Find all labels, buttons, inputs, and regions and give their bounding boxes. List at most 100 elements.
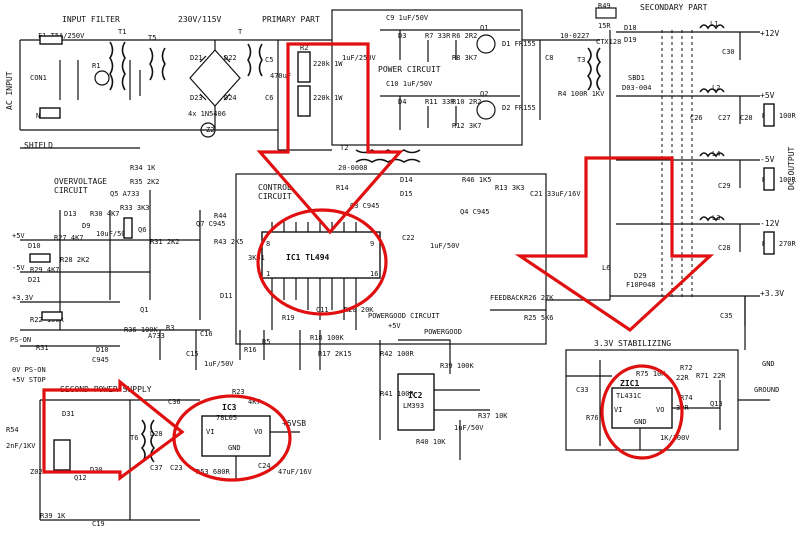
label-ac-input: AC INPUT <box>5 71 14 110</box>
label-c27: C27 <box>718 114 731 122</box>
label-c19: C19 <box>92 520 105 528</box>
output-m12: -12V <box>760 219 779 228</box>
label-q1b: Q1 <box>140 306 148 314</box>
highlight-arrow-left <box>42 378 185 482</box>
label-shield: SHIELD <box>24 141 53 150</box>
label-d10: D10 <box>28 242 41 250</box>
label-r31b: R31 <box>36 344 49 352</box>
ic3-label: IC3 <box>222 403 237 412</box>
label-r18: R18 100K <box>310 334 345 342</box>
label-voltage-select: 230V/115V <box>178 15 222 24</box>
label-input-filter: INPUT FILTER <box>62 15 120 24</box>
label-d1: D1 FR155 <box>502 40 536 48</box>
label-vsb: +5V STOP <box>12 376 46 384</box>
standby-section: SECOND POWER SUPPLY +5VSB IC3 78L05 VI V… <box>6 385 313 528</box>
label-r43: R43 2K5 <box>214 238 244 246</box>
label-z02: Z02 <box>30 468 43 476</box>
label-r14: R14 <box>336 184 349 192</box>
label-r35: R35 2K2 <box>130 178 160 186</box>
label-powergood-circuit: POWERGOOD CIRCUIT <box>368 312 440 320</box>
label-t6: T6 <box>130 434 138 442</box>
label-r12: R12 3K7 <box>452 122 482 130</box>
label-r23: R23 <box>232 388 245 396</box>
label-r25: R25 5K6 <box>524 314 554 322</box>
label-d9: D9 <box>82 222 90 230</box>
label-c28b: C28 <box>718 244 731 252</box>
label-c16: C16 <box>200 330 213 338</box>
label-c18v: 10uF/50V <box>96 230 131 238</box>
label-r52: R52 100R <box>762 176 797 184</box>
label-d14: D14 <box>400 176 413 184</box>
label-r54: R54 <box>6 426 19 434</box>
label-r7: R7 33R <box>425 32 451 40</box>
label-d18: D18 <box>624 24 637 32</box>
label-t3: T3 <box>577 56 585 64</box>
ic3-part: 78L05 <box>216 414 237 422</box>
label-dc-output: DC OUTPUT <box>787 146 796 190</box>
label-l2: L2 <box>712 84 720 92</box>
label-overvoltage: OVERVOLTAGE <box>54 177 107 186</box>
label-ctx: CTX128 <box>596 38 621 46</box>
highlight-ic3 <box>172 394 292 482</box>
label-r53: R53 680R <box>196 468 231 476</box>
control-circuit: CONTROL CIRCUIT IC1 TL494 8 9 1 16 R14 Q… <box>235 173 610 345</box>
label-d19: D19 <box>624 36 637 44</box>
ic1-label: IC1 TL494 <box>286 253 330 262</box>
zic1-gnd: GND <box>634 418 647 426</box>
label-d30: D30 <box>90 466 103 474</box>
label-l3: L3 <box>712 214 720 222</box>
label-r23v: 4K7 <box>248 398 261 406</box>
label-r40: R40 10K <box>416 438 446 446</box>
label-r37: R37 10K <box>478 412 508 420</box>
label-r74: R74 <box>680 394 693 402</box>
label-l4: L4 <box>712 150 720 158</box>
label-r4: R4 100R 1KV <box>558 90 605 98</box>
label-r72: R72 <box>680 364 693 372</box>
label-d28: D28 <box>150 430 163 438</box>
label-d31: D31 <box>62 410 75 418</box>
highlight-arrow-top <box>256 42 404 235</box>
label-q4: Q4 C945 <box>460 208 490 216</box>
label-r11: R11 33R <box>425 98 455 106</box>
label-470uf: 470uF <box>270 72 291 80</box>
label-f10p: F10P048 <box>626 281 656 289</box>
svg-text:CIRCUIT: CIRCUIT <box>258 192 292 201</box>
zic1-vi: VI <box>614 406 622 414</box>
label-c35: C35 <box>720 312 733 320</box>
label-p5v: +5V <box>12 232 25 240</box>
label-c37: C37 <box>150 464 163 472</box>
label-r71: R71 22R <box>696 372 726 380</box>
label-primary-part: PRIMARY PART <box>262 15 320 24</box>
label-c33: C33 <box>576 386 589 394</box>
label-r34: R34 1K <box>130 164 156 172</box>
label-c9b: C945 <box>92 356 109 364</box>
highlight-arrow-right <box>514 156 715 333</box>
label-c24: C24 <box>258 462 271 470</box>
label-r2-val: 220k 1W <box>313 60 343 68</box>
label-r3-val: 220k 1W <box>313 94 343 102</box>
label-r13: R13 3K3 <box>495 184 525 192</box>
label-control-circuit: CONTROL <box>258 183 292 192</box>
label-15r: 15R <box>598 22 611 30</box>
label-c29: C29 <box>718 182 731 190</box>
label-q13: Q13 <box>710 400 723 408</box>
label-vsb: +5VSB <box>282 419 306 428</box>
zic1-label: ZIC1 <box>620 379 639 388</box>
label-q1: Q1 <box>480 24 488 32</box>
label-ps-on: PS-ON <box>10 336 31 344</box>
label-c8: C8 <box>545 54 553 62</box>
highlight-annotations <box>42 42 715 482</box>
label-r72v: 22R <box>676 374 689 382</box>
label-r16: R16 <box>244 346 257 354</box>
label-c26: C26 <box>690 114 703 122</box>
label-r76: R76 <box>586 414 599 422</box>
label-r29: R29 4K7 <box>30 266 60 274</box>
label-r19: R19 <box>282 314 295 322</box>
label-t5: T5 <box>148 34 156 42</box>
label-c15: C15 <box>186 350 199 358</box>
label-c20: 1uF/50V <box>430 242 460 250</box>
label-r30: R30 4K7 <box>90 210 120 218</box>
label-r6: R6 2R2 <box>452 32 477 40</box>
label-c16b: 1uF/50V <box>454 424 484 432</box>
